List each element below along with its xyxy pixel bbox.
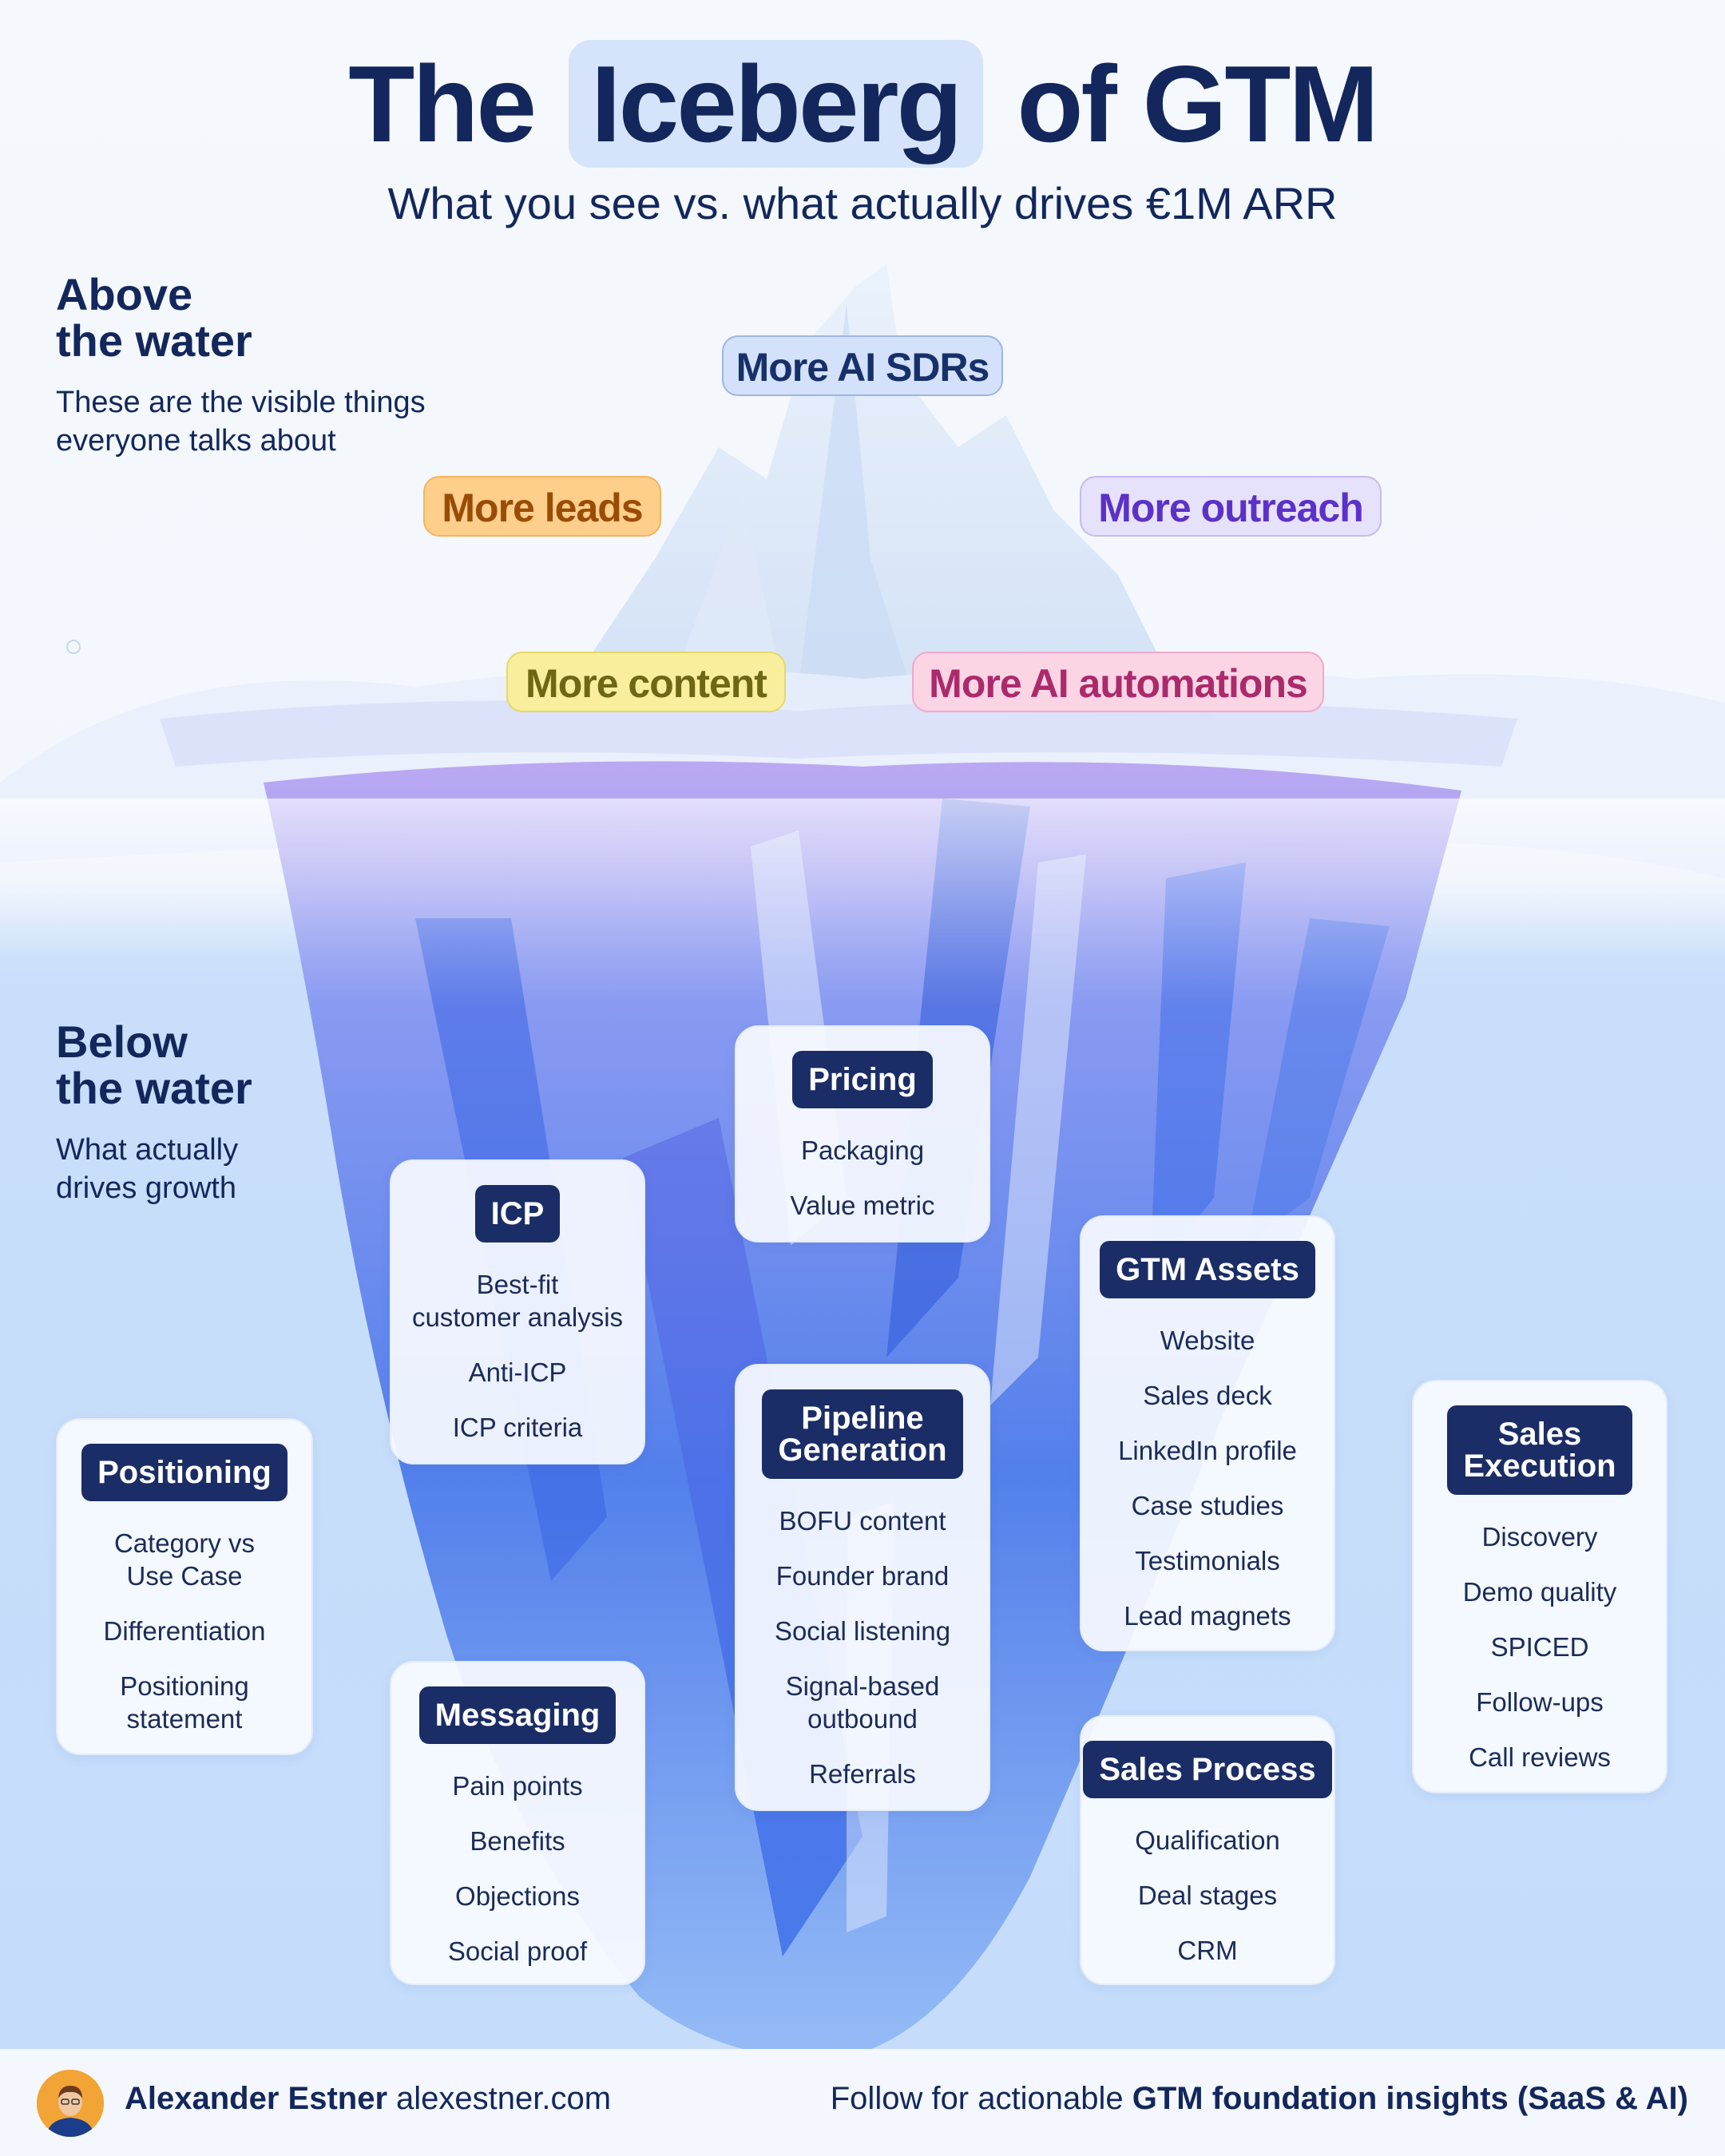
pill-more-ai-automations: More AI automations: [912, 652, 1324, 712]
card-item: BOFU content: [779, 1506, 946, 1536]
card-item: Founder brand: [775, 1561, 950, 1591]
website-link[interactable]: alexestner.com: [396, 2081, 612, 2116]
author-name: Alexander Estner: [125, 2081, 388, 2116]
card-title: Messaging: [418, 1686, 617, 1744]
card-item: Value metric: [790, 1191, 935, 1220]
card-title: Positioning: [81, 1444, 288, 1501]
card-item: CRM: [1177, 1936, 1238, 1965]
below-water-heading-line1: Below: [56, 1017, 188, 1067]
card-title: Sales Execution: [1447, 1405, 1632, 1495]
above-water-desc-line1: These are the visible things: [56, 386, 426, 419]
card-item: Follow-ups: [1476, 1687, 1604, 1717]
above-water-desc-line2: everyone talks about: [56, 424, 336, 458]
card-item: Objections: [455, 1881, 580, 1911]
below-water-heading-line2: the water: [56, 1063, 252, 1113]
card-item: Category vs Use Case: [113, 1528, 256, 1591]
card-item: LinkedIn profile: [1118, 1436, 1297, 1465]
avatar-portrait-icon: [37, 2070, 104, 2137]
card-item: Lead magnets: [1124, 1601, 1291, 1631]
card-title: Sales Process: [1083, 1741, 1332, 1798]
follow-cta: Follow for actionable GTM foundation ins…: [831, 2081, 1688, 2117]
page-title: The Iceberg of GTM: [0, 36, 1725, 172]
below-water-desc-line2: drives growth: [56, 1171, 236, 1205]
card-item: Signal-based outbound: [785, 1671, 940, 1734]
title-before: The: [348, 43, 537, 164]
card-item: Positioning statement: [120, 1671, 249, 1734]
card-item: Social proof: [447, 1936, 588, 1966]
above-water-heading-line1: Above: [56, 269, 193, 319]
card-item: Demo quality: [1462, 1577, 1617, 1607]
pill-more-outreach: More outreach: [1080, 476, 1382, 537]
card-item: SPICED: [1490, 1632, 1589, 1662]
card-item: Deal stages: [1137, 1881, 1278, 1910]
card-title: Pricing: [792, 1051, 933, 1108]
card-item: Anti-ICP: [468, 1357, 567, 1387]
card-item: Referrals: [809, 1759, 916, 1789]
card-title: Pipeline Generation: [762, 1389, 963, 1479]
footer: Alexander Estner alexestner.com Follow f…: [0, 2049, 1725, 2156]
page-subtitle: What you see vs. what actually drives €1…: [387, 178, 1338, 228]
card-item: Packaging: [800, 1135, 925, 1165]
above-water-section: Above the water These are the visible th…: [56, 271, 426, 460]
title-after: of GTM: [1017, 43, 1378, 164]
card-item: Differentiation: [103, 1616, 266, 1646]
title-highlight: Iceberg: [568, 40, 983, 168]
card-title: ICP: [474, 1185, 561, 1242]
card-title: GTM Assets: [1100, 1241, 1315, 1298]
above-water-heading-line2: the water: [56, 315, 252, 366]
card-item: Social listening: [774, 1616, 951, 1646]
card-item: Pain points: [452, 1771, 583, 1801]
card-item: ICP criteria: [452, 1413, 583, 1442]
card-item: Best-fit customer analysis: [411, 1270, 624, 1332]
pill-more-leads: More leads: [423, 476, 661, 537]
card-item: Case studies: [1131, 1491, 1284, 1520]
cta-bold: GTM foundation insights (SaaS & AI): [1132, 2081, 1688, 2116]
card-item: Discovery: [1481, 1522, 1598, 1552]
below-water-desc-line1: What actually: [56, 1133, 239, 1167]
avatar: [37, 2070, 104, 2137]
pill-more-ai-sdrs: More AI SDRs: [722, 335, 1003, 396]
pill-more-content: More content: [506, 652, 786, 712]
card-item: Website: [1160, 1326, 1255, 1355]
below-water-section: Below the water What actually drives gro…: [56, 1019, 252, 1207]
card-item: Qualification: [1135, 1825, 1280, 1855]
cta-prefix: Follow for actionable: [830, 2081, 1132, 2116]
card-item: Call reviews: [1469, 1742, 1611, 1772]
card-item: Benefits: [470, 1826, 565, 1856]
card-item: Testimonials: [1135, 1546, 1280, 1575]
card-item: Sales deck: [1143, 1381, 1272, 1410]
